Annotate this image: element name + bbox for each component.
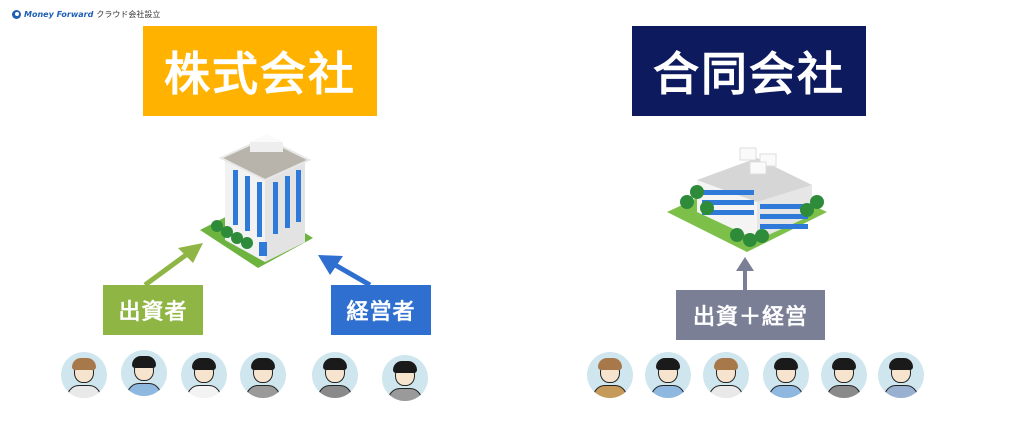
- person-avatar-icon: [382, 355, 428, 401]
- person-avatar-icon: [878, 352, 924, 398]
- person-avatar-icon: [181, 352, 227, 398]
- person-avatar-icon: [645, 352, 691, 398]
- combined-label-text: 出資＋経営: [692, 305, 808, 330]
- person-avatar-icon: [121, 350, 167, 396]
- office-tower-icon: [200, 134, 313, 268]
- person-avatar-icon: [240, 352, 286, 398]
- kabushiki-kaisha-title: 株式会社: [143, 26, 377, 116]
- manager-label: 経営者: [331, 285, 431, 335]
- brand-name: Money Forward: [24, 10, 94, 19]
- investor-manager-label: 出資＋経営: [676, 290, 825, 340]
- person-avatar-icon: [763, 352, 809, 398]
- low-rise-office-icon: [667, 147, 827, 252]
- money-forward-logo-icon: [12, 10, 21, 19]
- investor-arrow-icon: [143, 243, 203, 288]
- manager-label-text: 経営者: [346, 300, 416, 325]
- investor-label-text: 出資者: [118, 300, 188, 325]
- title-text: 株式会社: [164, 47, 356, 101]
- person-avatar-icon: [821, 352, 867, 398]
- title-text: 合同会社: [653, 47, 845, 101]
- godo-kaisha-title: 合同会社: [632, 26, 866, 116]
- brand-logo: Money Forward クラウド会社設立: [12, 9, 160, 20]
- combined-arrow-icon: [736, 257, 754, 290]
- product-name: クラウド会社設立: [96, 10, 161, 19]
- person-avatar-icon: [587, 352, 633, 398]
- person-avatar-icon: [703, 352, 749, 398]
- person-avatar-icon: [61, 352, 107, 398]
- manager-arrow-icon: [318, 255, 372, 288]
- investor-label: 出資者: [103, 285, 203, 335]
- person-avatar-icon: [312, 352, 358, 398]
